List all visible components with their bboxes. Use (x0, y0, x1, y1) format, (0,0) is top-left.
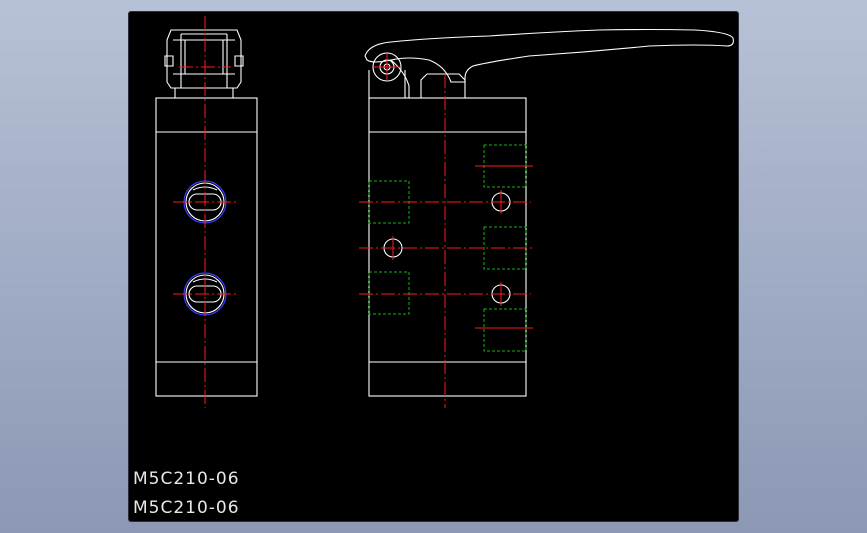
cad-viewport[interactable]: .w { fill: none; stroke: #ffffff; stroke… (129, 12, 738, 521)
side-view (359, 28, 734, 408)
cad-drawing: .w { fill: none; stroke: #ffffff; stroke… (155, 16, 734, 408)
lever-handle (364, 28, 734, 83)
port-cavity-left-lower (368, 271, 410, 315)
part-number-label-repeat: M5C210-06 (133, 498, 240, 518)
port-cavity-right-3 (483, 308, 527, 352)
front-view-head (164, 29, 244, 99)
part-number-label: M5C210-06 (133, 469, 240, 489)
lever-pivot (372, 52, 402, 82)
plunger-cap (420, 73, 466, 99)
front-view (155, 16, 258, 408)
front-view-body (155, 97, 258, 397)
